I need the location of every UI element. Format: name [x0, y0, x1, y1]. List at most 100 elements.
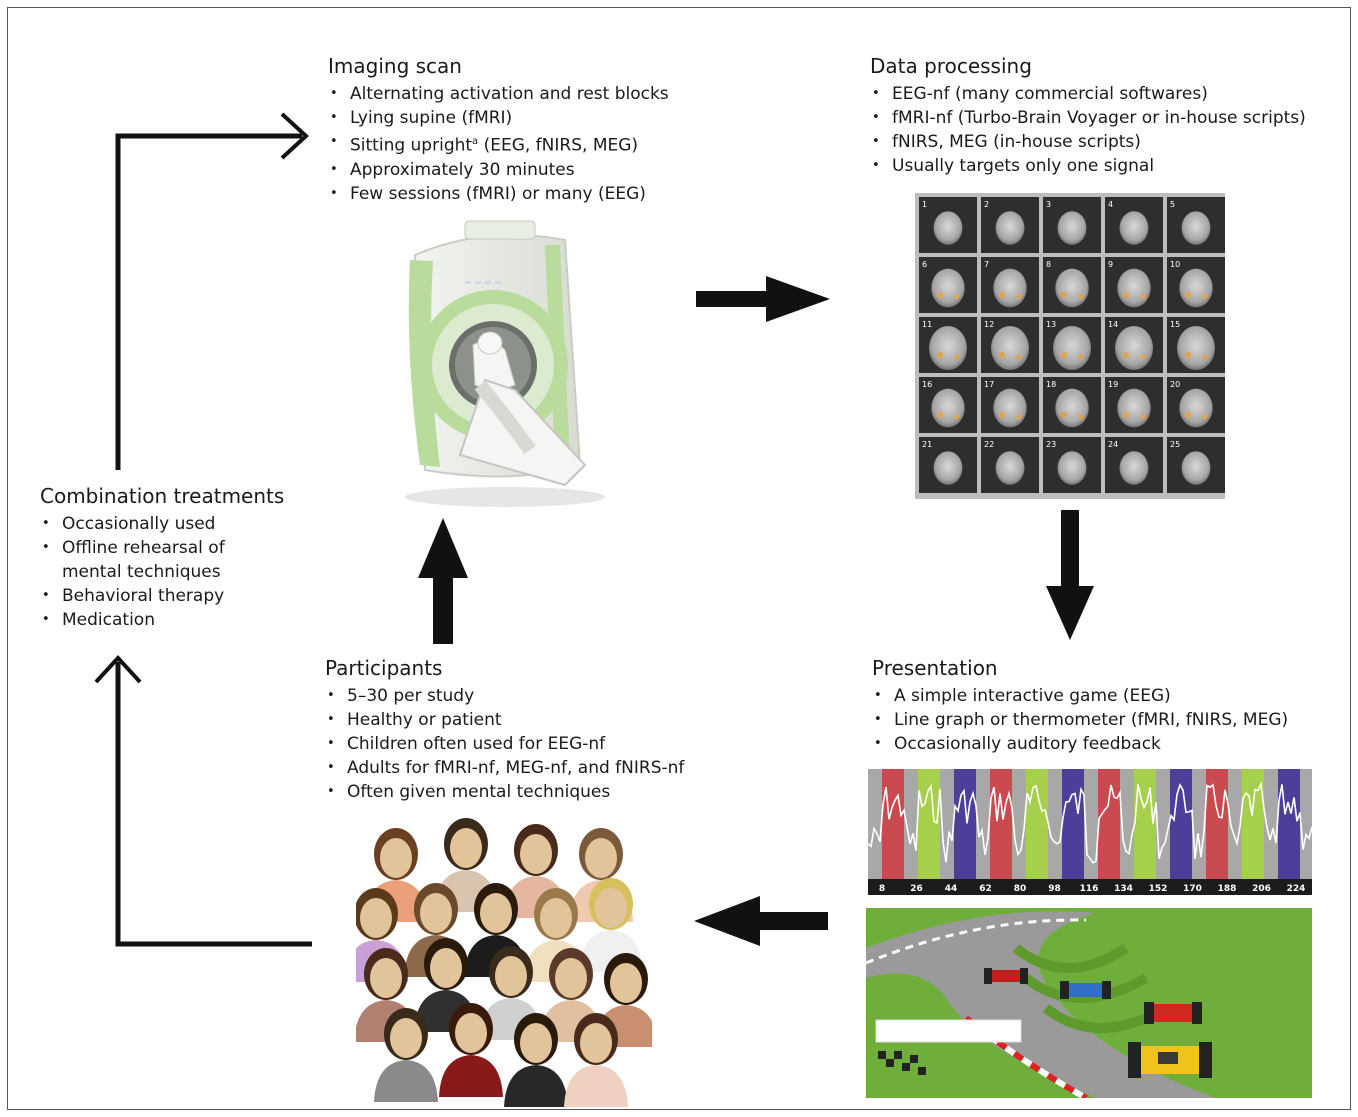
participants-crowd-illustration: [356, 818, 652, 1107]
slice-number: 7: [984, 260, 989, 269]
time-tick-label: 44: [945, 884, 958, 894]
rest-block: [1012, 769, 1026, 879]
combination-item-2: Offline rehearsal of mental techniques: [40, 536, 280, 584]
slice-number: 10: [1170, 260, 1180, 269]
time-tick-label: 116: [1080, 884, 1099, 894]
activation-block: [990, 769, 1012, 879]
figure-frame: [7, 7, 1351, 1110]
imaging-item-1: Alternating activation and rest blocks: [328, 82, 669, 106]
rest-block: [1120, 769, 1134, 879]
rest-block: [1048, 769, 1062, 879]
participants-item-4: Adults for fMRI-nf, MEG-nf, and fNIRS-nf: [325, 756, 684, 780]
time-tick-label: 62: [979, 884, 992, 894]
activation-block: [1170, 769, 1192, 879]
slice-number: 12: [984, 320, 994, 329]
brain-slice: 15: [1167, 317, 1225, 373]
activation-block: [1206, 769, 1228, 879]
race-car-blue: [1060, 981, 1111, 999]
rest-block: [868, 769, 882, 879]
imaging-item-4: Approximately 30 minutes: [328, 158, 669, 182]
presentation-title: Presentation: [872, 656, 998, 680]
imaging-item-3-tail: (EEG, fNIRS, MEG): [478, 135, 639, 156]
presentation-item-2: Line graph or thermometer (fMRI, fNIRS, …: [872, 708, 1288, 732]
combination-item-1: Occasionally used: [40, 512, 280, 536]
imaging-item-3: Sitting uprighta (EEG, fNIRS, MEG): [328, 130, 669, 158]
activation-block: [1062, 769, 1084, 879]
brain-slice: 18: [1043, 377, 1101, 433]
slice-number: 20: [1170, 380, 1180, 389]
participant-figure: [504, 1013, 568, 1107]
presentation-item-3: Occasionally auditory feedback: [872, 732, 1288, 756]
participant-figure: [374, 1008, 438, 1102]
slice-number: 17: [984, 380, 994, 389]
processing-item-1: EEG-nf (many commercial softwares): [870, 82, 1306, 106]
participants-item-2: Healthy or patient: [325, 708, 684, 732]
participants-item-5: Often given mental techniques: [325, 780, 684, 804]
slice-number: 13: [1046, 320, 1056, 329]
brain-slice: 17: [981, 377, 1039, 433]
slice-number: 24: [1108, 440, 1118, 449]
brain-slice: 1: [919, 197, 977, 253]
processing-item-3: fNIRS, MEG (in-house scripts): [870, 130, 1306, 154]
imaging-scan-block: Imaging scan Alternating activation and …: [328, 54, 669, 206]
brain-slice: 10: [1167, 257, 1225, 313]
processing-item-2: fMRI-nf (Turbo-Brain Voyager or in-house…: [870, 106, 1306, 130]
brain-slice: 23: [1043, 437, 1101, 493]
slice-number: 8: [1046, 260, 1051, 269]
processing-item-4: Usually targets only one signal: [870, 154, 1306, 178]
combination-title: Combination treatments: [40, 484, 285, 508]
rest-block: [976, 769, 990, 879]
time-tick-label: 170: [1183, 884, 1202, 894]
brain-slice: 22: [981, 437, 1039, 493]
slice-number: 11: [922, 320, 932, 329]
activation-block: [1026, 769, 1048, 879]
brain-slice: 5: [1167, 197, 1225, 253]
slice-number: 19: [1108, 380, 1118, 389]
rest-block: [904, 769, 918, 879]
rest-block: [940, 769, 954, 879]
signal-line: [868, 781, 1312, 864]
slice-number: 9: [1108, 260, 1113, 269]
slice-number: 5: [1170, 200, 1175, 209]
brain-slice: 7: [981, 257, 1039, 313]
participants-item-1: 5–30 per study: [325, 684, 684, 708]
combination-item-4: Medication: [40, 608, 280, 632]
time-tick-label: 188: [1218, 884, 1237, 894]
race-car-yellow: [1128, 1042, 1212, 1078]
imaging-item-2: Lying supine (fMRI): [328, 106, 669, 130]
slice-number: 21: [922, 440, 932, 449]
mri-scanner-illustration: [405, 220, 605, 507]
slice-number: 15: [1170, 320, 1180, 329]
brain-slice: 19: [1105, 377, 1163, 433]
time-tick-label: 26: [910, 884, 923, 894]
rest-block: [1228, 769, 1242, 879]
race-car-red-top: [984, 968, 1028, 984]
brain-slice: 2: [981, 197, 1039, 253]
combination-item-3: Behavioral therapy: [40, 584, 280, 608]
activation-block: [918, 769, 940, 879]
slice-number: 6: [922, 260, 927, 269]
brain-slice: 8: [1043, 257, 1101, 313]
participants-title: Participants: [325, 656, 443, 680]
time-tick-label: 224: [1287, 884, 1306, 894]
slice-number: 22: [984, 440, 994, 449]
brain-slice: 25: [1167, 437, 1225, 493]
data-processing-title: Data processing: [870, 54, 1032, 78]
slice-number: 4: [1108, 200, 1113, 209]
brain-slice: 3: [1043, 197, 1101, 253]
rest-block: [1300, 769, 1312, 879]
rest-block: [1156, 769, 1170, 879]
participant-figure: [504, 824, 568, 918]
brain-slice: 13: [1043, 317, 1101, 373]
presentation-block: Presentation A simple interactive game (…: [872, 656, 1288, 756]
brain-slice: 16: [919, 377, 977, 433]
slice-number: 18: [1046, 380, 1056, 389]
rest-block: [1264, 769, 1278, 879]
brain-slice: 21: [919, 437, 977, 493]
time-tick-label: 8: [879, 884, 885, 894]
time-tick-label: 98: [1048, 884, 1061, 894]
data-processing-block: Data processing EEG-nf (many commercial …: [870, 54, 1306, 178]
activation-block: [882, 769, 904, 879]
slice-number: 25: [1170, 440, 1180, 449]
brain-slice: 9: [1105, 257, 1163, 313]
